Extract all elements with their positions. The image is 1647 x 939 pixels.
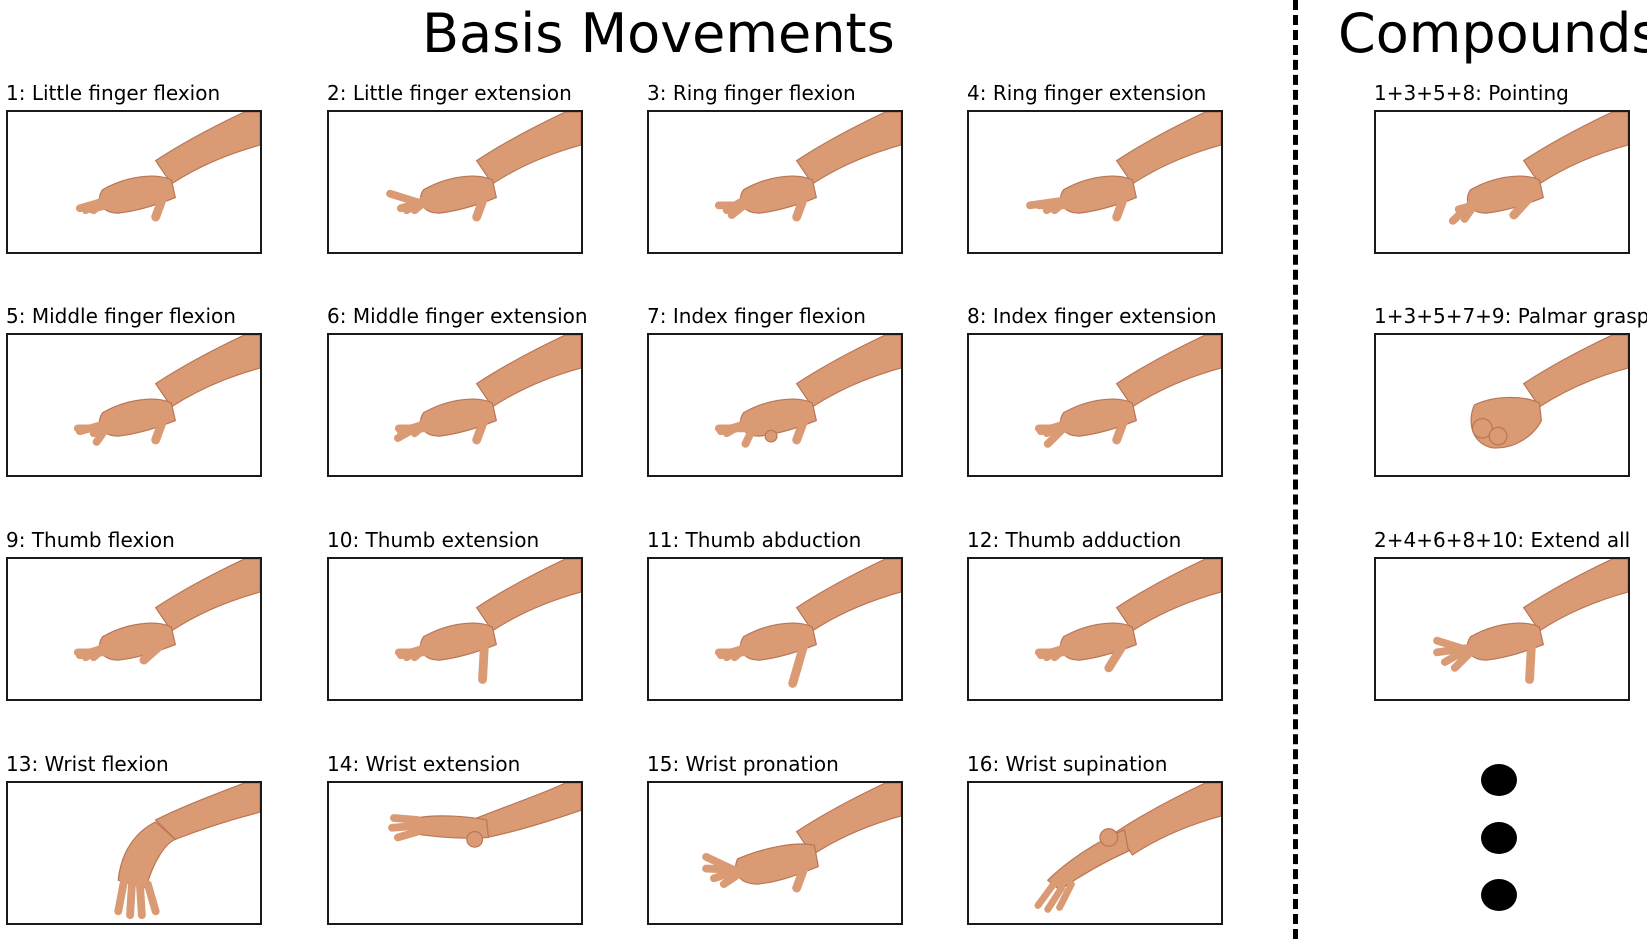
basis-label-2: 2: Little finger extension: [327, 81, 572, 105]
hand-illustration: [1034, 335, 1221, 448]
basis-panel-9: [6, 557, 262, 701]
basis-panel-1: [6, 110, 262, 254]
compound-label-3: 2+4+6+8+10: Extend all: [1374, 528, 1631, 552]
basis-label-13: 13: Wrist flexion: [6, 752, 169, 776]
basis-movements-title: Basis Movements: [422, 2, 895, 65]
compound-panel-3: [1374, 557, 1630, 701]
basis-label-10: 10: Thumb extension: [327, 528, 540, 552]
hand-illustration: [1470, 335, 1628, 449]
hand-illustration: [388, 783, 581, 848]
basis-panel-6: [327, 333, 583, 477]
compound-label-2: 1+3+5+7+9: Palmar grasp: [1374, 304, 1647, 328]
hand-illustration: [1034, 783, 1221, 913]
hand-illustration: [73, 335, 260, 446]
hand-illustration: [714, 112, 901, 222]
basis-label-11: 11: Thumb abduction: [647, 528, 862, 552]
hand-illustration: [1034, 559, 1221, 673]
basis-panel-10: [327, 557, 583, 701]
basis-panel-3: [647, 110, 903, 254]
basis-panel-13: [6, 781, 262, 925]
basis-label-15: 15: Wrist pronation: [647, 752, 839, 776]
hand-illustration: [714, 335, 901, 448]
hand-illustration: [1026, 112, 1221, 222]
compounds-title: Compounds: [1338, 2, 1647, 65]
basis-label-3: 3: Ring finger flexion: [647, 81, 856, 105]
hand-illustration: [386, 112, 581, 222]
hand-illustration: [702, 783, 901, 893]
hand-illustration: [75, 112, 260, 222]
basis-panel-14: [327, 781, 583, 925]
hand-illustration: [1433, 559, 1628, 684]
basis-label-14: 14: Wrist extension: [327, 752, 521, 776]
basis-panel-7: [647, 333, 903, 477]
basis-label-8: 8: Index finger extension: [967, 304, 1217, 328]
compound-panel-2: [1374, 333, 1630, 477]
ellipsis-dot-2: [1481, 822, 1517, 854]
basis-panel-5: [6, 333, 262, 477]
hand-illustration: [394, 559, 581, 684]
hand-illustration: [73, 559, 260, 665]
basis-panel-15: [647, 781, 903, 925]
basis-label-16: 16: Wrist supination: [967, 752, 1168, 776]
basis-label-12: 12: Thumb adduction: [967, 528, 1182, 552]
compound-panel-1: [1374, 110, 1630, 254]
basis-panel-16: [967, 781, 1223, 925]
basis-panel-2: [327, 110, 583, 254]
basis-panel-4: [967, 110, 1223, 254]
ellipsis-dot-3: [1481, 879, 1517, 911]
hand-illustration: [393, 335, 581, 445]
basis-panel-11: [647, 557, 903, 701]
hand-illustration: [1448, 112, 1628, 225]
basis-label-5: 5: Middle finger flexion: [6, 304, 236, 328]
basis-panel-8: [967, 333, 1223, 477]
basis-label-4: 4: Ring finger extension: [967, 81, 1207, 105]
basis-label-7: 7: Index finger flexion: [647, 304, 866, 328]
hand-illustration: [114, 783, 260, 920]
section-divider: [1293, 0, 1298, 939]
compound-label-1: 1+3+5+8: Pointing: [1374, 81, 1569, 105]
basis-panel-12: [967, 557, 1223, 701]
ellipsis-dot-1: [1481, 764, 1517, 796]
basis-label-1: 1: Little finger flexion: [6, 81, 221, 105]
hand-illustration: [714, 559, 901, 688]
basis-label-9: 9: Thumb flexion: [6, 528, 175, 552]
basis-label-6: 6: Middle finger extension: [327, 304, 588, 328]
